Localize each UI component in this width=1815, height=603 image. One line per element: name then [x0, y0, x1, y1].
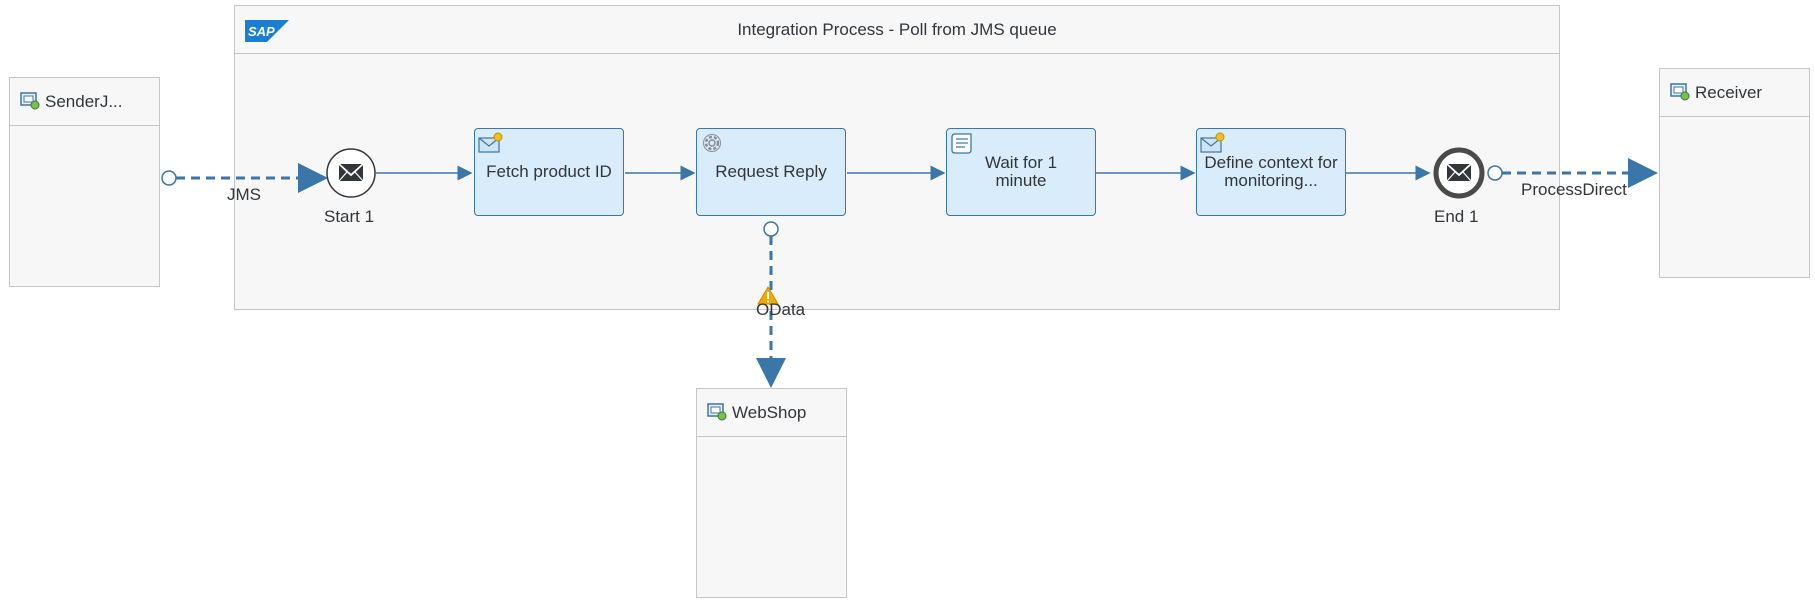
- participant-icon: [707, 403, 727, 421]
- odata-connection-label: OData: [756, 300, 806, 319]
- participant-webshop-label: WebShop: [732, 403, 807, 422]
- task-fetch-product-id[interactable]: Fetch product ID: [474, 128, 624, 216]
- participant-icon: [1670, 83, 1690, 101]
- jms-connection-label: JMS: [227, 185, 261, 204]
- script-icon: [951, 133, 972, 154]
- processdirect-connection-label: ProcessDirect: [1521, 180, 1627, 199]
- task-label: Request Reply: [715, 162, 827, 181]
- integration-process-title: Integration Process - Poll from JMS queu…: [737, 20, 1057, 39]
- sap-logo: SAP: [245, 20, 289, 42]
- task-request-reply[interactable]: Request Reply: [696, 128, 846, 216]
- content-modifier-icon: [1200, 132, 1225, 153]
- participant-webshop[interactable]: WebShop: [696, 388, 847, 598]
- task-wait-for-1-minute[interactable]: Wait for 1 minute: [946, 128, 1096, 216]
- participant-sender-label: SenderJ...: [45, 92, 123, 111]
- content-modifier-icon: [478, 132, 503, 153]
- start-event-label: Start 1: [324, 207, 375, 226]
- task-label: Fetch product ID: [486, 162, 612, 181]
- participant-sender[interactable]: SenderJ...: [9, 77, 160, 287]
- gear-icon: [703, 134, 721, 152]
- task-define-context[interactable]: Define context for monitoring...: [1196, 128, 1346, 216]
- task-label: Define context for monitoring...: [1204, 153, 1338, 190]
- end-event-label: End 1: [1434, 207, 1479, 226]
- participant-icon: [20, 92, 40, 110]
- message-flow-start-port: [161, 170, 177, 186]
- participant-receiver-header: Receiver: [1660, 69, 1809, 117]
- integration-process-header: SAP Integration Process - Poll from JMS …: [235, 6, 1559, 54]
- participant-receiver[interactable]: Receiver: [1659, 68, 1810, 278]
- integration-process[interactable]: SAP Integration Process - Poll from JMS …: [234, 5, 1560, 310]
- participant-webshop-header: WebShop: [697, 389, 846, 437]
- participant-receiver-label: Receiver: [1695, 83, 1763, 102]
- task-label: Wait for 1 minute: [984, 153, 1058, 190]
- svg-text:SAP: SAP: [248, 24, 275, 39]
- participant-sender-header: SenderJ...: [10, 78, 159, 126]
